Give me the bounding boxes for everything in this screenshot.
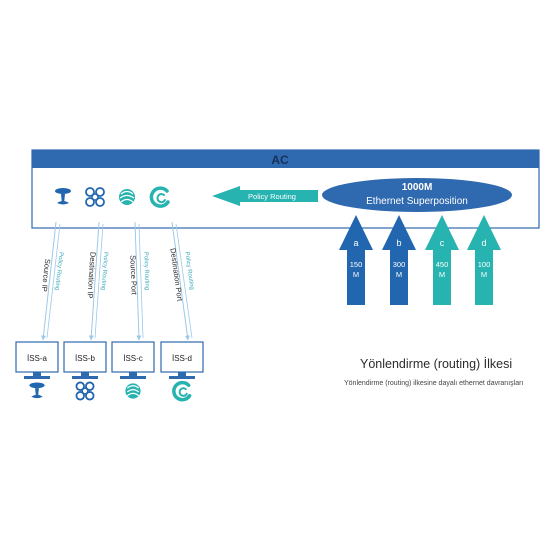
china-mobile-icon [125,383,141,399]
bandwidth-arrow-shape [339,215,373,305]
link-policy-label: Policy Routing [183,251,194,290]
link-dark-label: Destination IP [85,252,97,299]
bandwidth-arrow-unit: M [481,270,487,279]
isp-box-1: İSS-a [15,341,59,399]
isp-box-2: İSS-b [63,341,107,401]
oval-bandwidth-label: 1000M [402,182,433,193]
routing-link-line [88,221,100,341]
isp-monitor-stand [24,376,50,379]
policy-routing-arrow [212,186,318,206]
bandwidth-arrow-shape [382,215,416,305]
ac-title-bar [32,150,539,168]
china-tietong-icon [172,380,192,402]
isp-monitor-frame [63,341,107,373]
bandwidth-arrow-letter: a [353,238,358,248]
ac-title: AC [271,153,289,167]
bandwidth-arrow-shape [425,215,459,305]
routing-link-line-secondary [94,223,104,339]
bandwidth-arrow-value: 150 [350,260,363,269]
routing-link-3: Source Port Policy Routing [128,221,150,341]
china-mobile-icon [119,189,135,205]
ethernet-superposition-oval [322,178,512,212]
bandwidth-arrow-shape [467,215,501,305]
bandwidth-arrow-unit: M [439,270,445,279]
isp-monitor-stand [120,376,146,379]
china-telecom-icon [29,382,45,399]
isp-box-3: İSS-c [111,341,155,399]
isp-label: İSS-b [75,354,96,363]
bandwidth-arrow-letter: d [481,238,486,248]
bandwidth-arrow-letter: b [396,238,401,248]
bandwidth-arrow-letter: c [440,238,445,248]
isp-monitor-neck [81,372,89,376]
bandwidth-arrow-value: 100 [478,260,491,269]
china-unicom-icon [75,381,95,401]
routing-link-line-secondary [138,223,144,339]
isp-monitor-neck [33,372,41,376]
link-policy-label: Policy Routing [100,252,109,291]
link-policy-label: Policy Routing [142,252,149,291]
caption-subtitle: Yönlendirme (routing) ilkesine dayalı et… [344,380,524,387]
china-unicom-icon [85,187,105,207]
isp-box-4: İSS-d [160,341,204,402]
isp-monitor-neck [178,372,186,376]
caption-title: Yönlendirme (routing) İlkesi [360,357,513,371]
isp-label: İSS-d [172,354,192,363]
policy-routing-arrow-label: Policy Routing [248,192,296,201]
isp-label: İSS-c [123,354,143,363]
isp-monitor-frame [15,341,59,373]
link-dark-label: Source IP [40,258,53,292]
isp-monitor-neck [129,372,137,376]
routing-link-line [134,221,142,341]
link-dark-label: Source Port [128,255,138,296]
china-tietong-icon [149,186,170,208]
china-telecom-icon [55,188,71,205]
bandwidth-arrow-value: 300 [393,260,406,269]
oval-caption-label: Ethernet Superposition [366,196,468,207]
isp-monitor-frame [160,341,204,373]
bandwidth-arrow-value: 450 [436,260,449,269]
link-policy-label: Policy Routing [53,252,63,291]
routing-link-line-secondary [175,223,193,339]
routing-link-line-secondary [46,223,61,339]
isp-monitor-stand [169,376,195,379]
routing-link-line [171,221,190,341]
bandwidth-arrow-unit: M [353,270,359,279]
isp-boxes: İSS-a İSS-b İSS-c İSS-d [15,341,204,402]
isp-monitor-frame [111,341,155,373]
bandwidth-arrow-unit: M [396,270,402,279]
isp-label: İSS-a [27,354,48,363]
routing-link-line [41,221,57,341]
isp-monitor-stand [72,376,98,379]
link-dark-label: Destination Port [168,248,184,303]
